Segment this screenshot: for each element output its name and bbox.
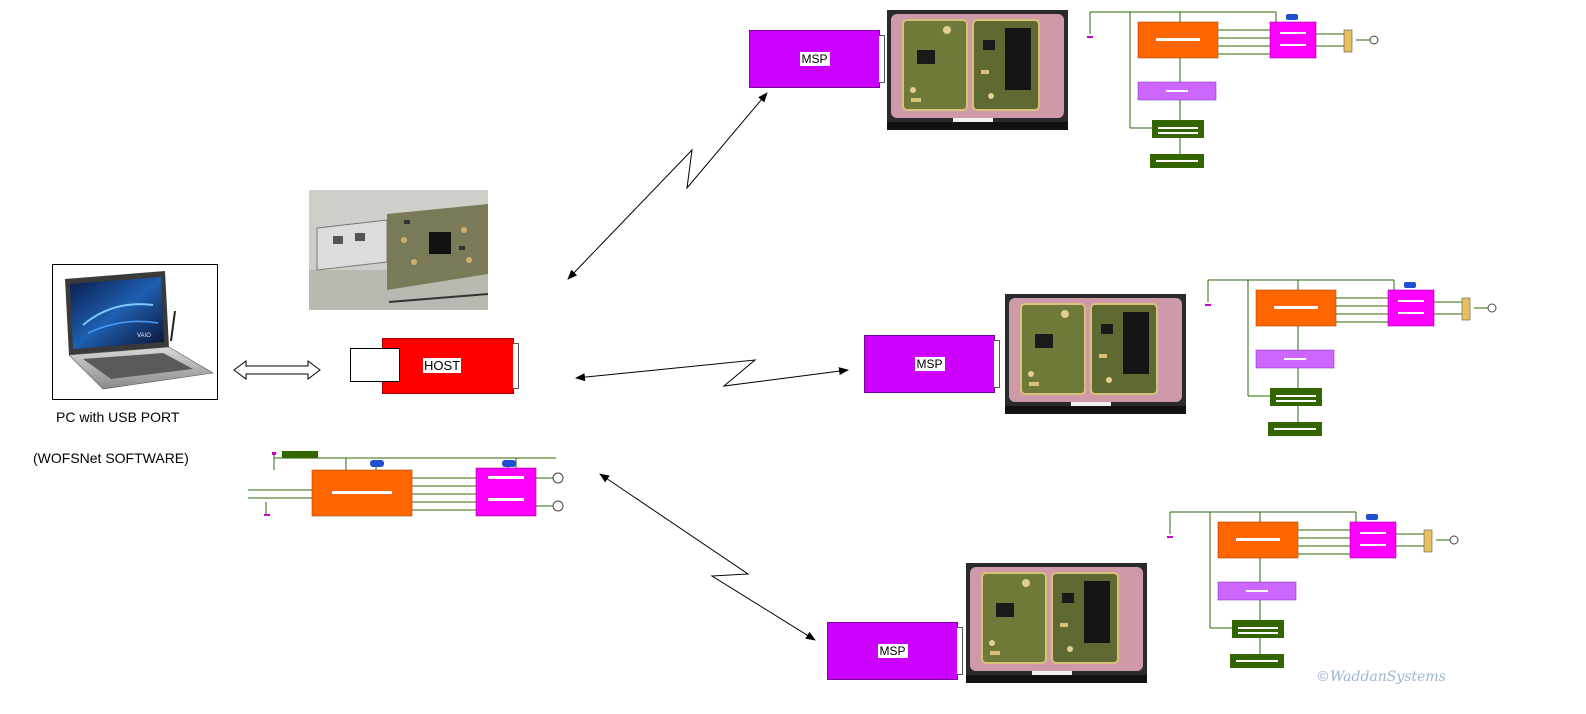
node-schematic-bottom <box>1160 508 1470 678</box>
watermark: ©WaddanSystems <box>1316 669 1446 685</box>
msp-cap <box>994 340 1000 388</box>
host-label: HOST <box>423 358 462 373</box>
laptop-brand: VAIO <box>137 333 151 339</box>
board-photo-bottom <box>966 563 1147 683</box>
usb-dongle-photo <box>309 190 488 310</box>
host-cap <box>513 343 519 389</box>
wireless-link-icon <box>599 473 816 641</box>
wireless-link-icon <box>567 92 768 280</box>
wireless-link-icon <box>575 359 849 387</box>
pc-caption: PC with USB PORT <box>56 409 180 425</box>
host-schematic <box>226 448 586 528</box>
board-photo-middle <box>1005 294 1186 414</box>
msp-block-middle: MSP <box>864 335 1000 393</box>
board-photo-top <box>887 10 1068 130</box>
schematic-icon <box>248 451 564 517</box>
laptop-icon: VAIO <box>65 271 214 390</box>
msp-label: MSP <box>914 357 945 371</box>
msp-label: MSP <box>877 644 908 658</box>
msp-cap <box>957 627 963 675</box>
laptop-frame: VAIO <box>52 264 218 400</box>
host-usb-plug <box>350 348 400 382</box>
msp-block-top: MSP <box>749 30 885 88</box>
node-schematic-middle <box>1198 276 1508 446</box>
msp-label: MSP <box>799 52 830 66</box>
node-schematic-top <box>1080 8 1390 178</box>
pc-software-caption: (WOFSNet SOFTWARE) <box>33 450 189 466</box>
double-arrow-icon <box>233 360 321 380</box>
msp-block-bottom: MSP <box>827 622 963 680</box>
msp-cap <box>879 35 885 83</box>
